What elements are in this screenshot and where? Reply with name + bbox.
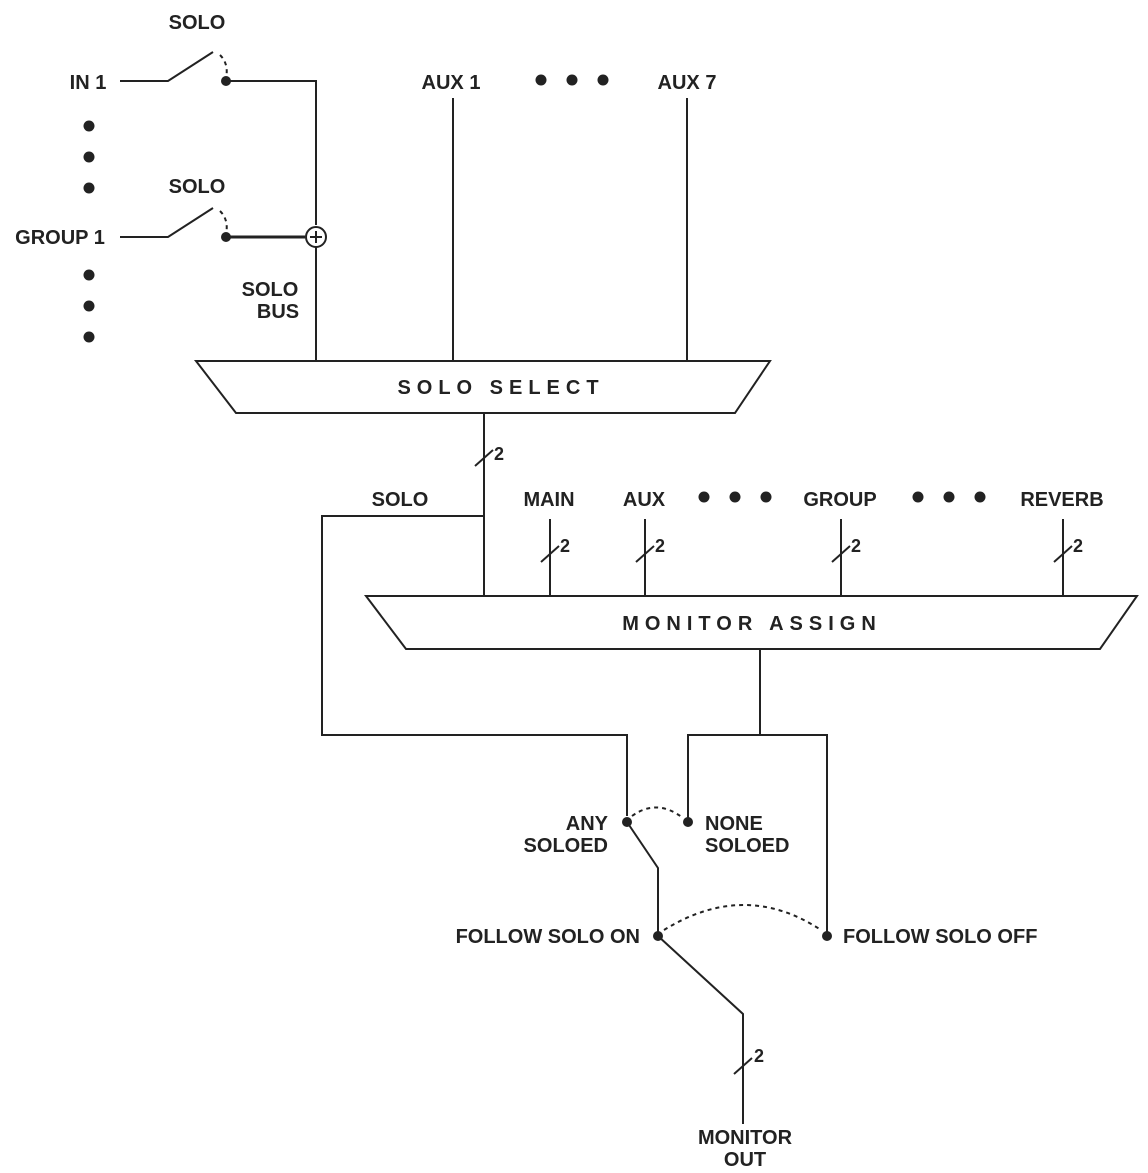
main-label: MAIN	[523, 489, 574, 511]
in1-solo-switch	[120, 51, 317, 225]
solo-feed-label: SOLO	[372, 489, 429, 511]
ellipsis-dots-lower	[83, 269, 95, 343]
none-soloed-label-line1: NONE	[705, 813, 763, 835]
monitor-assign-block	[363, 595, 1139, 650]
source-ellipsis-dots-1	[698, 491, 772, 503]
bus-slash-monitor-out	[733, 1057, 753, 1075]
bus-width-aux: 2	[655, 536, 665, 556]
any-soloed-label-line2: SOLOED	[524, 835, 608, 857]
any-soloed-switch	[622, 806, 693, 936]
solo-group1-label: SOLO	[169, 176, 226, 198]
none-soloed-label-line2: SOLOED	[705, 835, 789, 857]
follow-solo-off-label: FOLLOW SOLO OFF	[843, 926, 1037, 948]
solo-bus-label-line2: BUS	[257, 301, 299, 323]
monitor-assign-label: MONITOR ASSIGN	[622, 613, 882, 635]
solo-bus-label-line1: SOLO	[242, 279, 299, 301]
reverb-label: REVERB	[1020, 489, 1103, 511]
follow-solo-on-label: FOLLOW SOLO ON	[456, 926, 640, 948]
bus-slash-main	[540, 545, 560, 563]
solo-in1-label: SOLO	[169, 12, 226, 34]
bus-width-main: 2	[560, 536, 570, 556]
solo-feed-line	[321, 515, 628, 816]
bus-width-reverb: 2	[1073, 536, 1083, 556]
aux-label: AUX	[623, 489, 666, 511]
aux7-label: AUX 7	[658, 72, 717, 94]
group-label: GROUP	[803, 489, 876, 511]
group1-label: GROUP 1	[15, 227, 105, 249]
solo-select-label: SOLO SELECT	[397, 377, 604, 399]
follow-solo-switch	[653, 904, 832, 1124]
aux-ellipsis-dots	[535, 74, 609, 86]
monitor-out-label-line1: MONITOR	[698, 1127, 793, 1149]
aux1-label: AUX 1	[422, 72, 481, 94]
solo-select-block	[193, 360, 772, 414]
bus-width-monitor-out: 2	[754, 1046, 764, 1066]
bus-slash-reverb	[1053, 545, 1073, 563]
source-ellipsis-dots-2	[912, 491, 986, 503]
bus-width-solo-select: 2	[494, 444, 504, 464]
bus-slash-aux	[635, 545, 655, 563]
in1-label: IN 1	[70, 72, 107, 94]
summing-junction	[305, 226, 327, 361]
group1-solo-switch	[120, 207, 305, 242]
bus-width-group: 2	[851, 536, 861, 556]
bus-slash-group	[831, 545, 851, 563]
bus-slash-solo-select	[474, 449, 494, 467]
any-soloed-label-line1: ANY	[566, 813, 609, 835]
ellipsis-dots-upper	[83, 120, 95, 194]
monitor-out-label-line2: OUT	[724, 1149, 766, 1171]
monitor-assign-split-line	[687, 734, 828, 936]
